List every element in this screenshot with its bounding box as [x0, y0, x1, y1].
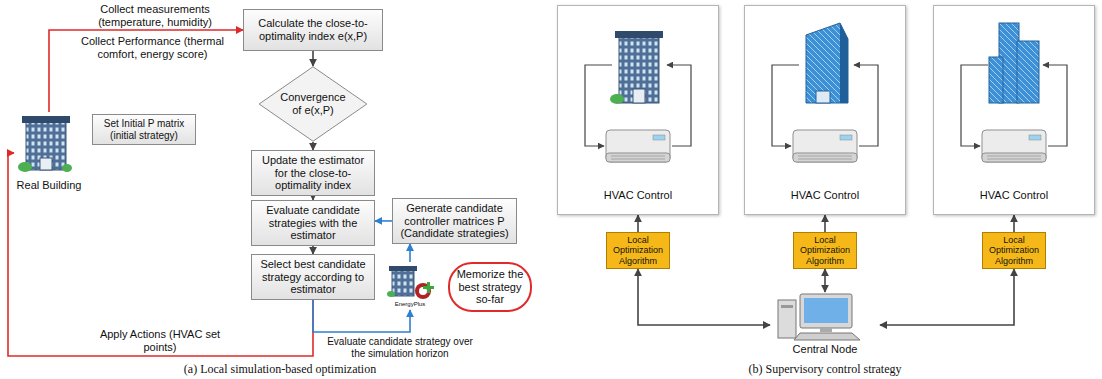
optimizer-box: Local Optimization Algorithm	[606, 232, 670, 269]
figure-caption: (a) Local simulation-based optimization	[130, 363, 430, 377]
node-text: Local Optimization Algorithm	[796, 235, 854, 266]
node-text: Set Initial P matrix (initial strategy)	[98, 118, 190, 141]
connector	[824, 269, 826, 292]
memory-callout: Memorize the best strategy so-far	[448, 262, 532, 312]
building-panel: HVAC Control	[933, 5, 1095, 215]
node-text: Memorize the best strategy so-far	[456, 268, 524, 306]
signal-label: Collect measurements (temperature, humid…	[85, 3, 225, 28]
node-text: Real Building	[17, 179, 82, 192]
node-text: Convergence of e(x,P)	[280, 91, 346, 116]
optimizer-box: Local Optimization Algorithm	[982, 232, 1046, 269]
node-text: HVAC Control	[604, 189, 672, 202]
figure-caption: (b) Supervisory control strategy	[675, 363, 975, 377]
optimizer-box: Local Optimization Algorithm	[793, 232, 857, 269]
signal-label: Collect Performance (thermal comfort, en…	[65, 35, 240, 60]
node-text: HVAC Control	[980, 189, 1048, 202]
node-text: Local Optimization Algorithm	[985, 235, 1043, 266]
connector	[312, 51, 314, 66]
init-box: Set Initial P matrix (initial strategy)	[92, 114, 196, 145]
node-text: Select best candidate strategy according…	[257, 258, 369, 296]
connector	[49, 30, 243, 112]
central-node: Central Node	[770, 292, 880, 358]
node-text: Central Node	[793, 343, 858, 356]
connector	[637, 215, 639, 232]
building-panel: HVAC Control	[557, 5, 719, 215]
signal-label: Apply Actions (HVAC set points)	[95, 328, 225, 353]
building-node: Real Building	[14, 112, 84, 194]
node-text: Local Optimization Algorithm	[609, 235, 667, 266]
node-text: HVAC Control	[791, 189, 859, 202]
node-text: Update the estimator for the close-to-op…	[257, 154, 369, 192]
process-box: Evaluate candidate strategies with the e…	[251, 200, 375, 246]
connector	[375, 220, 392, 222]
connector	[312, 246, 314, 254]
connector	[638, 269, 770, 325]
connector	[880, 269, 1014, 325]
node-text: EnergyPlus	[395, 301, 426, 308]
node-text: Calculate the close-to-optimality index …	[249, 17, 377, 42]
connector	[824, 215, 826, 232]
node-text: Evaluate candidate strategies with the e…	[257, 204, 369, 242]
simulator-node: EnergyPlus	[384, 262, 436, 310]
node-text: Generate candidate controller matrices P…	[398, 202, 511, 240]
building-panel: HVAC Control	[744, 5, 906, 215]
connector	[1013, 215, 1015, 232]
connector	[409, 244, 411, 262]
decision-diamond: Convergence of e(x,P)	[258, 66, 368, 142]
process-box: Generate candidate controller matrices P…	[392, 198, 517, 244]
signal-label: Evaluate candidate strategy over the sim…	[320, 336, 480, 359]
process-box: Update the estimator for the close-to-op…	[251, 150, 375, 196]
connector	[312, 142, 314, 150]
process-box: Calculate the close-to-optimality index …	[243, 9, 383, 51]
process-box: Select best candidate strategy according…	[251, 254, 375, 300]
